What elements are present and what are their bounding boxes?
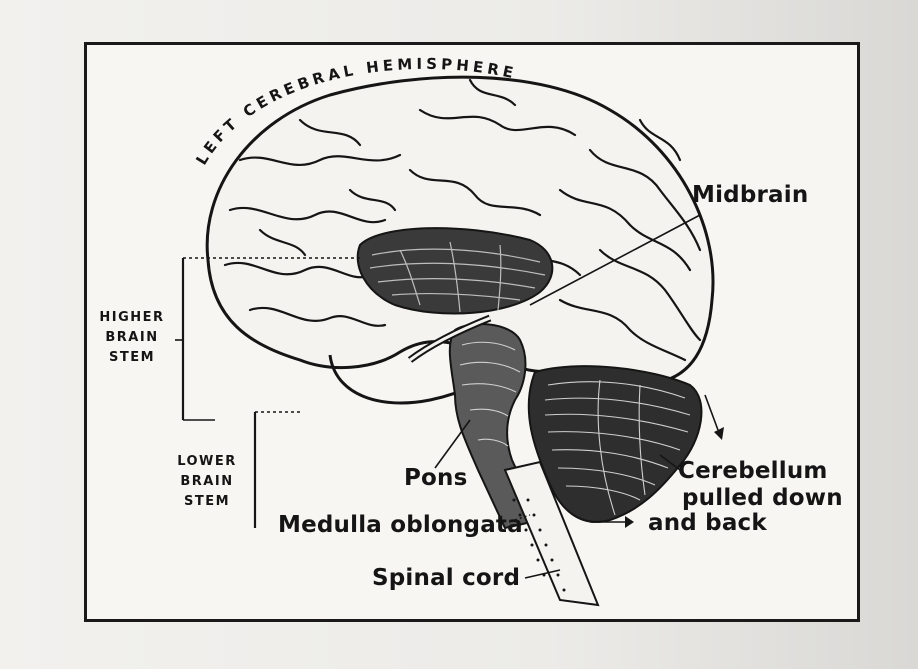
label-higher-brain-stem: HIGHER BRAIN STEM xyxy=(92,308,172,368)
midbrain-structure xyxy=(358,228,553,313)
label-cerebellum-line1: Cerebellum xyxy=(678,458,828,484)
label-pons: Pons xyxy=(404,465,468,491)
label-cerebellum-line3: and back xyxy=(648,510,767,536)
label-cerebellum-line2: pulled down xyxy=(682,485,843,511)
label-medulla-oblongata: Medulla oblongata xyxy=(278,512,523,538)
label-midbrain: Midbrain xyxy=(692,182,808,208)
label-lower-brain-stem: LOWER BRAIN STEM xyxy=(168,452,246,512)
label-spinal-cord: Spinal cord xyxy=(372,565,520,591)
